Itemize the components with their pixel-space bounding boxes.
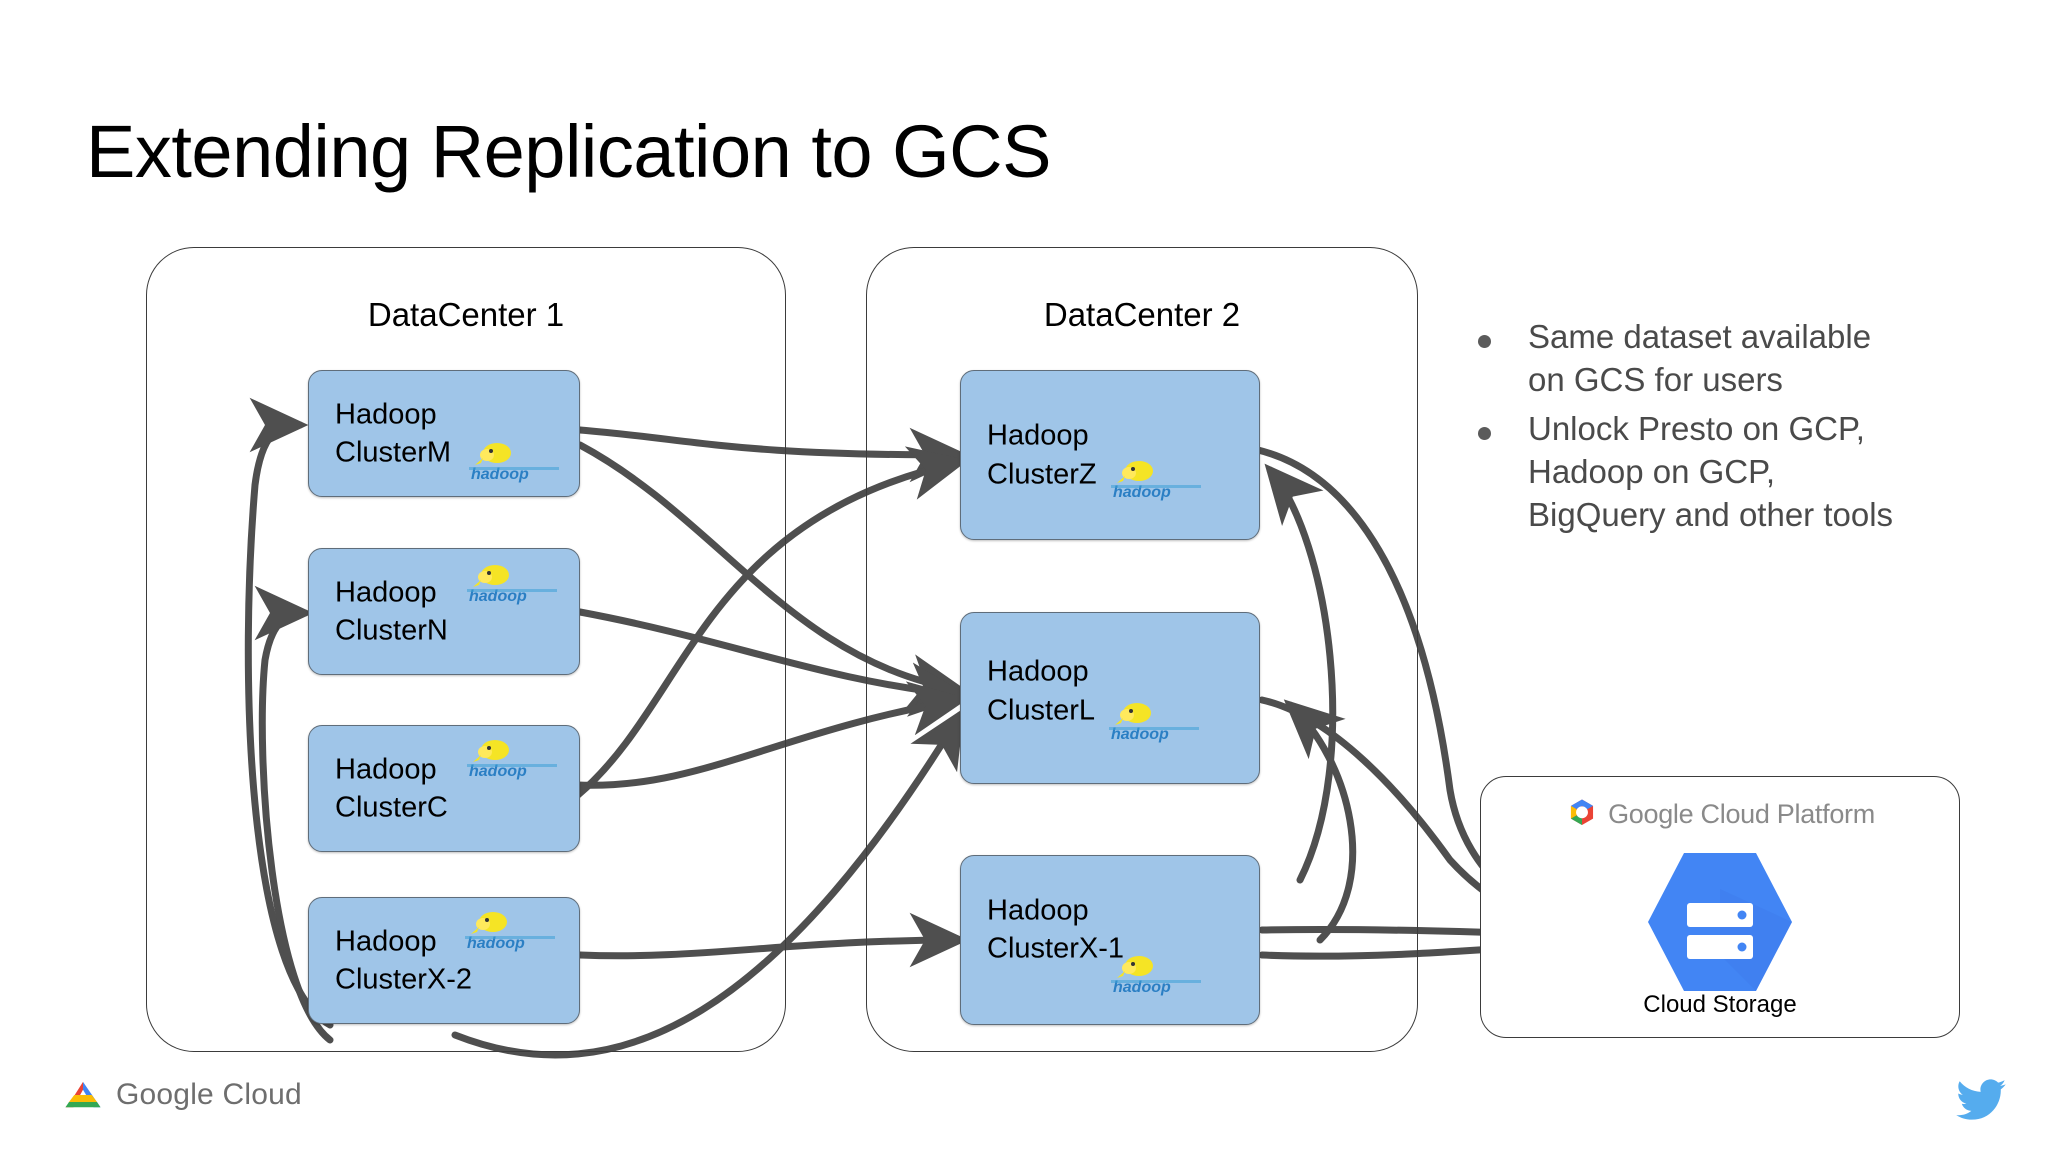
hadoop-elephant-logo: hadoop [467, 565, 557, 605]
page-title: Extending Replication to GCS [86, 110, 1051, 193]
svg-text:hadoop: hadoop [469, 763, 527, 780]
svg-text:hadoop: hadoop [467, 935, 525, 952]
cloud-storage-label: Cloud Storage [1643, 991, 1797, 1018]
svg-text:hadoop: hadoop [469, 588, 527, 605]
google-cloud-footer-text: Google Cloud [116, 1078, 302, 1111]
bullet-text: Unlock Presto on GCP, Hadoop on GCP, Big… [1528, 409, 1894, 533]
hadoop-elephant-logo: hadoop [1111, 461, 1201, 501]
datacenter-1-label: DataCenter 1 [367, 296, 565, 333]
gcp-card-header-text: Google Cloud Platform [1608, 798, 1875, 829]
bullet-dot-icon [1478, 335, 1491, 348]
bullet-text: Same dataset available on GCS for users [1528, 318, 1872, 398]
datacenter-1-container: DataCenter 1 [146, 247, 786, 1052]
google-cloud-footer-logo: Google Cloud [62, 1078, 302, 1112]
svg-text:hadoop: hadoop [471, 466, 529, 483]
svg-text:hadoop: hadoop [1111, 726, 1169, 743]
google-cloud-platform-hex-icon [1571, 799, 1594, 826]
hadoop-elephant-logo: hadoop [465, 912, 555, 952]
list-item: Same dataset available on GCS for users [1478, 316, 1898, 402]
svg-text:hadoop: hadoop [1113, 484, 1171, 501]
google-cloud-logo-icon [65, 1081, 101, 1108]
datacenter-2-label: DataCenter 2 [1043, 296, 1241, 333]
hadoop-elephant-logo: hadoop [467, 740, 557, 780]
hadoop-elephant-logo: hadoop [1109, 703, 1199, 743]
svg-text:hadoop: hadoop [1113, 979, 1171, 996]
list-item: Unlock Presto on GCP, Hadoop on GCP, Big… [1478, 408, 1898, 537]
twitter-bird-icon[interactable] [1956, 1078, 2008, 1122]
hadoop-elephant-logo: hadoop [1111, 956, 1201, 996]
benefits-list: Same dataset available on GCS for users … [1478, 316, 1898, 542]
bullet-dot-icon [1478, 426, 1491, 440]
cloud-storage-hex-icon [1648, 853, 1792, 991]
gcp-card: Google Cloud Platform Cloud Storage [1480, 776, 1960, 1038]
datacenter-2-container: DataCenter 2 [866, 247, 1418, 1052]
hadoop-elephant-logo: hadoop [469, 443, 559, 483]
gcp-card-header: Google Cloud Platform [1481, 797, 1959, 831]
